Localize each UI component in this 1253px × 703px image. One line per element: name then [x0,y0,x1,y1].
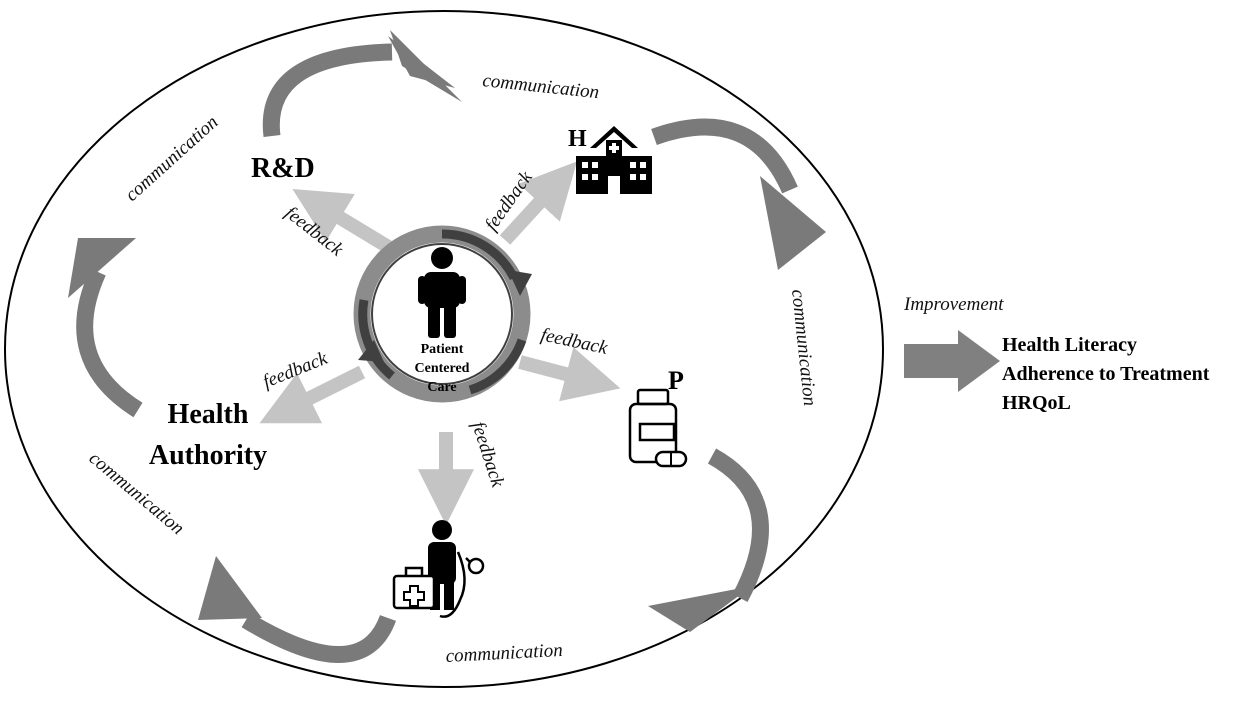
pharmacy-label: P [668,366,684,395]
health-authority-label-1: Health [168,399,249,430]
ring-arrowhead-left [358,340,384,362]
rnd-label: R&D [251,153,315,184]
medicine-bottle-icon [628,388,678,464]
communication-arrow-lower-right [648,448,769,632]
patient-centered-label-1: Patient [421,342,464,357]
patient-centered-ring [353,225,532,403]
medical-bag-icon [392,566,436,610]
communication-label-left: communication [121,112,222,206]
patient-icon [418,247,466,338]
feedback-arrow-rnd [292,188,394,254]
feedback-label-pharmacy: feedback [539,324,610,359]
feedback-label-hospital: feedback [481,167,537,235]
communication-label-right: communication [787,288,820,407]
improvement-arrow [904,330,1000,392]
outcome-adherence: Adherence to Treatment [1002,363,1210,385]
health-authority-label-2: Authority [149,440,267,471]
feedback-arrow-authority [259,365,366,424]
communication-arrow-top [262,30,462,138]
communication-arrow-left [68,238,143,418]
ring-arrowhead-right [508,270,532,296]
communication-cycle [68,30,826,663]
feedback-arrow-hospital [499,161,578,245]
system-boundary-ellipse [4,10,884,688]
feedback-arrows [259,161,621,526]
communication-label-bottom: communication [445,640,563,667]
outcome-health-literacy: Health Literacy [1002,334,1137,356]
feedback-arrow-pharmacy [518,347,621,402]
hospital-icon [576,126,652,194]
improvement-label: Improvement [903,294,1004,315]
pill-icon [654,450,688,468]
hospital-label: H [568,126,587,152]
feedback-label-doctor: feedback [467,419,508,490]
doctor-icon [428,520,485,618]
outcome-hrqol: HRQoL [1002,392,1071,414]
communication-arrow-right [651,118,826,270]
communication-arrow-bottom [198,556,396,663]
patient-centered-label-2: Centered [415,361,470,376]
patient-centered-label-3: Care [427,380,456,395]
communication-label-top: communication [481,70,600,103]
